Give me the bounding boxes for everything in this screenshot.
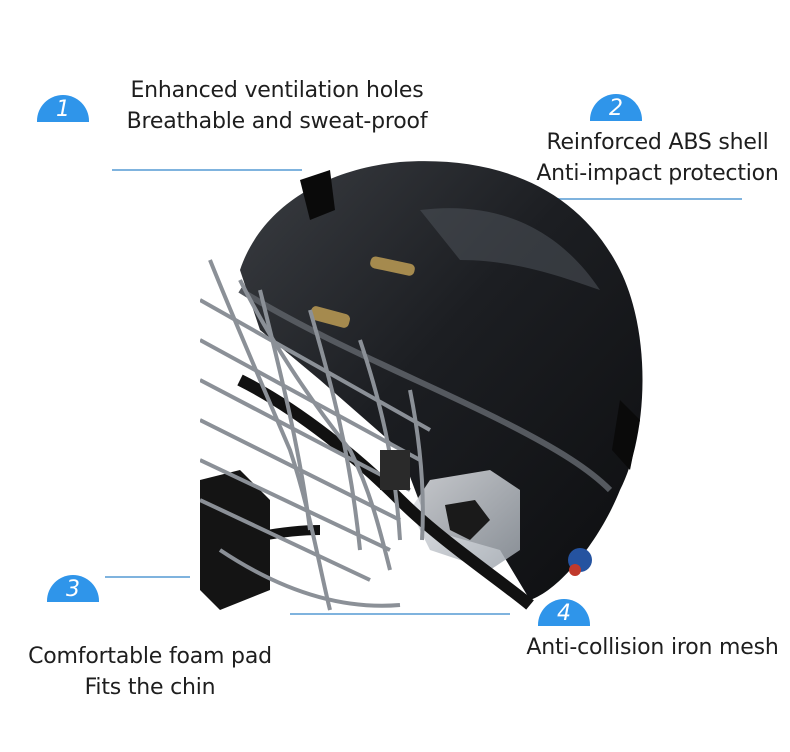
badge-1: 1 xyxy=(37,95,89,122)
callout-line-4 xyxy=(290,613,510,615)
callout-line-2 xyxy=(500,198,742,200)
feature-4-caption: Anti-collision iron mesh xyxy=(515,632,790,663)
callout-line-1 xyxy=(112,169,302,171)
feature-2-caption: Reinforced ABS shell Anti-impact protect… xyxy=(525,127,790,189)
feature-3-title: Comfortable foam pad xyxy=(28,644,272,669)
feature-2-title: Reinforced ABS shell xyxy=(546,130,769,155)
feature-3-caption: Comfortable foam pad Fits the chin xyxy=(20,641,280,703)
callout-line-3 xyxy=(105,576,190,578)
badge-3: 3 xyxy=(47,575,99,602)
feature-3-subtitle: Fits the chin xyxy=(84,675,216,700)
feature-4-title: Anti-collision iron mesh xyxy=(526,635,779,660)
feature-2-subtitle: Anti-impact protection xyxy=(536,161,779,186)
feature-1-title: Enhanced ventilation holes xyxy=(130,78,424,103)
feature-1-caption: Enhanced ventilation holes Breathable an… xyxy=(112,75,442,137)
hockey-helmet-image xyxy=(200,161,643,611)
badge-2: 2 xyxy=(590,94,642,121)
feature-1-subtitle: Breathable and sweat-proof xyxy=(126,109,428,134)
